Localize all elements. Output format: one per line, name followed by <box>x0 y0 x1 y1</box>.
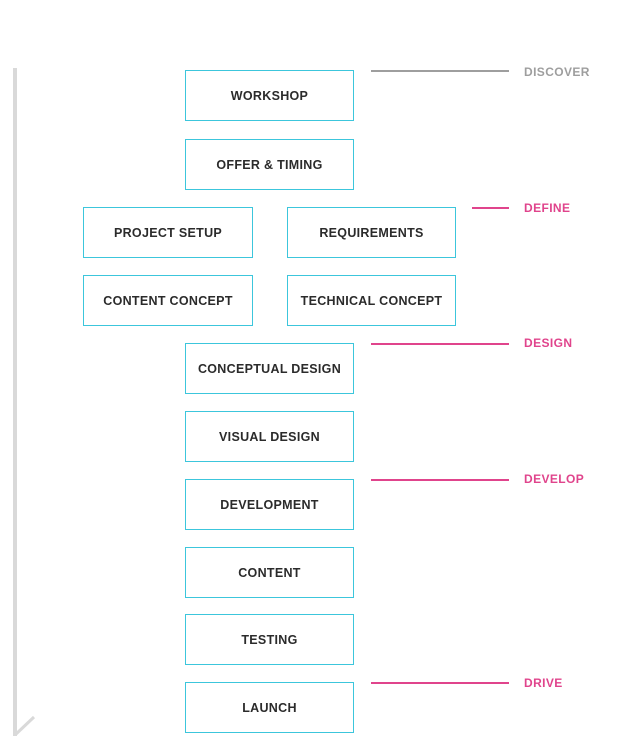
step-visual-design: VISUAL DESIGN <box>185 411 354 462</box>
step-launch: LAUNCH <box>185 682 354 733</box>
timeline-tail <box>13 702 36 737</box>
step-testing: TESTING <box>185 614 354 665</box>
step-project-setup: PROJECT SETUP <box>83 207 253 258</box>
step-content-concept: CONTENT CONCEPT <box>83 275 253 326</box>
timeline-bar <box>13 68 17 716</box>
step-conceptual-design: CONCEPTUAL DESIGN <box>185 343 354 394</box>
phase-label-design: DESIGN <box>524 336 573 350</box>
phase-line-design <box>371 343 509 345</box>
phase-label-develop: DEVELOP <box>524 472 585 486</box>
step-offer-timing: OFFER & TIMING <box>185 139 354 190</box>
phase-line-drive <box>371 682 509 684</box>
step-technical-concept: TECHNICAL CONCEPT <box>287 275 456 326</box>
phase-label-discover: DISCOVER <box>524 65 590 79</box>
step-requirements: REQUIREMENTS <box>287 207 456 258</box>
phase-label-drive: DRIVE <box>524 676 563 690</box>
step-workshop: WORKSHOP <box>185 70 354 121</box>
phase-label-define: DEFINE <box>524 201 571 215</box>
step-development: DEVELOPMENT <box>185 479 354 530</box>
phase-line-define <box>472 207 509 209</box>
phase-line-develop <box>371 479 509 481</box>
step-content: CONTENT <box>185 547 354 598</box>
phase-line-discover <box>371 70 509 72</box>
